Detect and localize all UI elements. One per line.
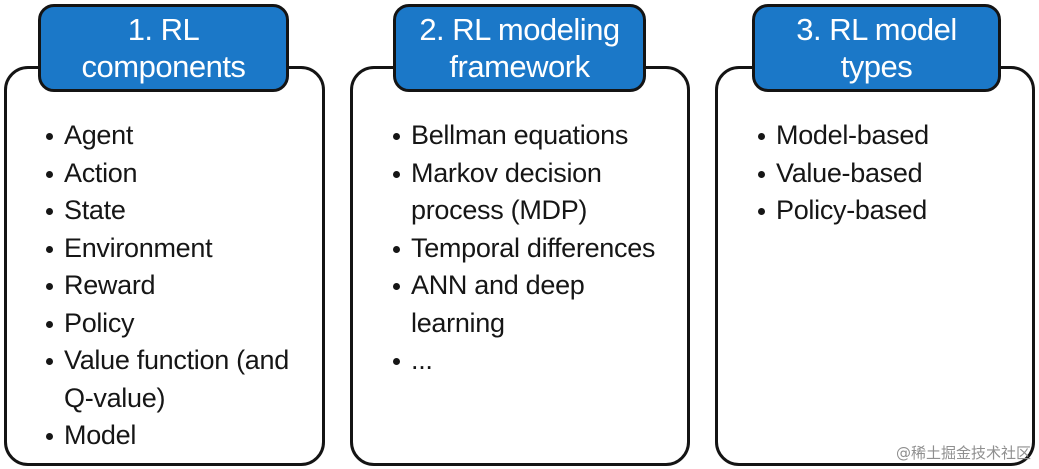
rl-modeling-framework-title-line-1: 2. RL modeling xyxy=(419,12,620,47)
list-item: Reward xyxy=(46,267,289,305)
rl-components-list: Agent Action State Environment Reward Po… xyxy=(46,117,289,455)
list-item: Model-based xyxy=(758,117,929,155)
list-item: Agent xyxy=(46,117,289,155)
rl-modeling-framework-title-line-2: framework xyxy=(449,49,590,84)
rl-modeling-framework-list: Bellman equations Markov decision proces… xyxy=(393,117,655,380)
list-item: State xyxy=(46,192,289,230)
rl-model-types-list: Model-based Value-based Policy-based xyxy=(758,117,929,230)
rl-components-title-line-2: components xyxy=(81,49,246,84)
watermark: @稀土掘金技术社区 xyxy=(895,444,1031,462)
rl-model-types-title-line-2: types xyxy=(840,49,913,84)
list-item: Temporal differences xyxy=(393,230,655,268)
rl-modeling-framework-header: 2. RL modeling framework xyxy=(393,4,646,92)
rl-modeling-framework-panel xyxy=(350,66,690,466)
list-item: Model xyxy=(46,417,289,455)
rl-model-types-title-line-1: 3. RL model xyxy=(796,12,957,47)
list-item: Bellman equations xyxy=(393,117,655,155)
rl-components-title-line-1: 1. RL xyxy=(127,12,200,47)
list-item: Policy xyxy=(46,305,289,343)
list-item: ANN and deep learning xyxy=(393,267,655,342)
list-item: Policy-based xyxy=(758,192,929,230)
list-item: Environment xyxy=(46,230,289,268)
list-item: ... xyxy=(393,342,655,380)
list-item: Value-based xyxy=(758,155,929,193)
rl-components-header: 1. RL components xyxy=(38,4,289,92)
rl-components-panel xyxy=(4,66,325,466)
rl-model-types-header: 3. RL model types xyxy=(752,4,1001,92)
rl-model-types-panel xyxy=(715,66,1035,466)
list-item: Action xyxy=(46,155,289,193)
list-item: Value function (and Q-value) xyxy=(46,342,289,417)
list-item: Markov decision process (MDP) xyxy=(393,155,655,230)
